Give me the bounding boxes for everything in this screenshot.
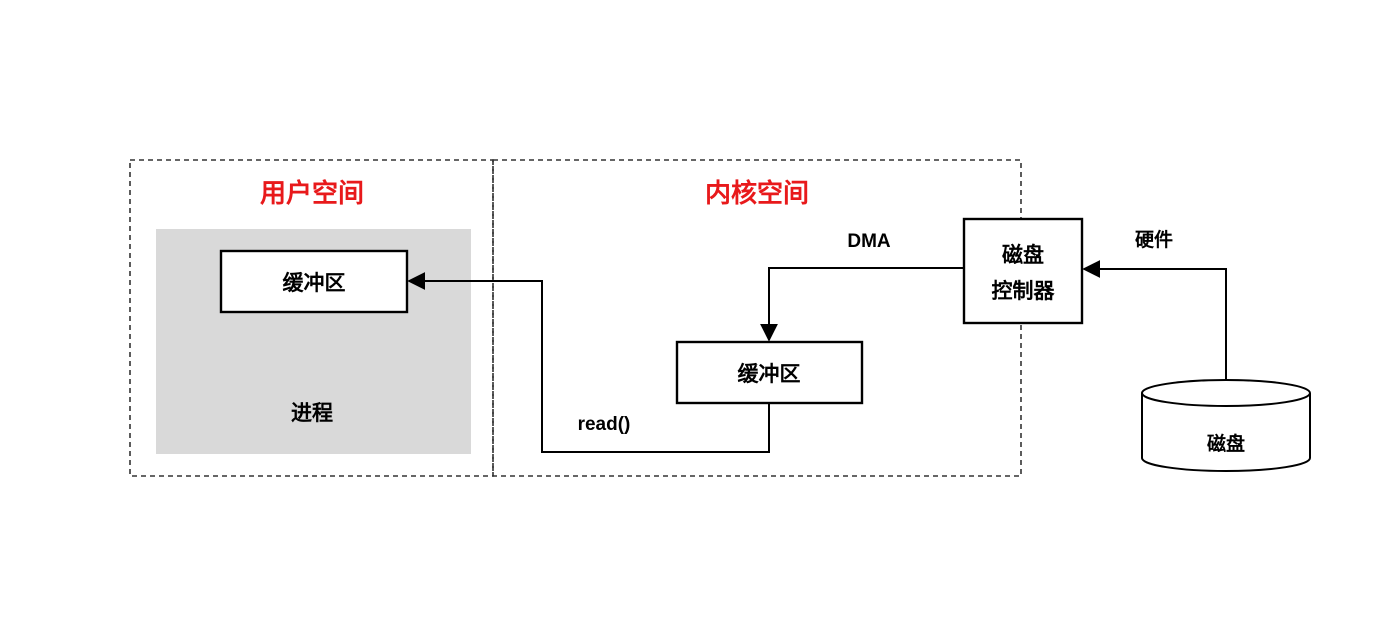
process-label: 进程 bbox=[291, 401, 333, 425]
disk-cylinder bbox=[1141, 379, 1311, 472]
disk-controller-label-line2: 控制器 bbox=[992, 279, 1056, 303]
read-arrow bbox=[407, 272, 770, 453]
disk-controller-label-line1: 磁盘 bbox=[1002, 243, 1044, 267]
kernel-buffer-label: 缓冲区 bbox=[738, 362, 801, 386]
kernel-space-title: 内核空间 bbox=[705, 178, 809, 209]
disk-controller-box bbox=[962, 217, 1084, 325]
user-space-title: 用户空间 bbox=[260, 178, 364, 209]
user-space-region bbox=[129, 159, 494, 477]
disk-label: 磁盘 bbox=[1207, 432, 1245, 455]
dma-arrow bbox=[760, 267, 964, 342]
user-buffer-label: 缓冲区 bbox=[283, 271, 346, 295]
hardware-arrow bbox=[1082, 260, 1227, 380]
read-label: read() bbox=[578, 414, 631, 435]
user-buffer-box bbox=[219, 249, 409, 314]
hardware-label: 硬件 bbox=[1135, 228, 1173, 251]
dma-label: DMA bbox=[847, 231, 891, 252]
